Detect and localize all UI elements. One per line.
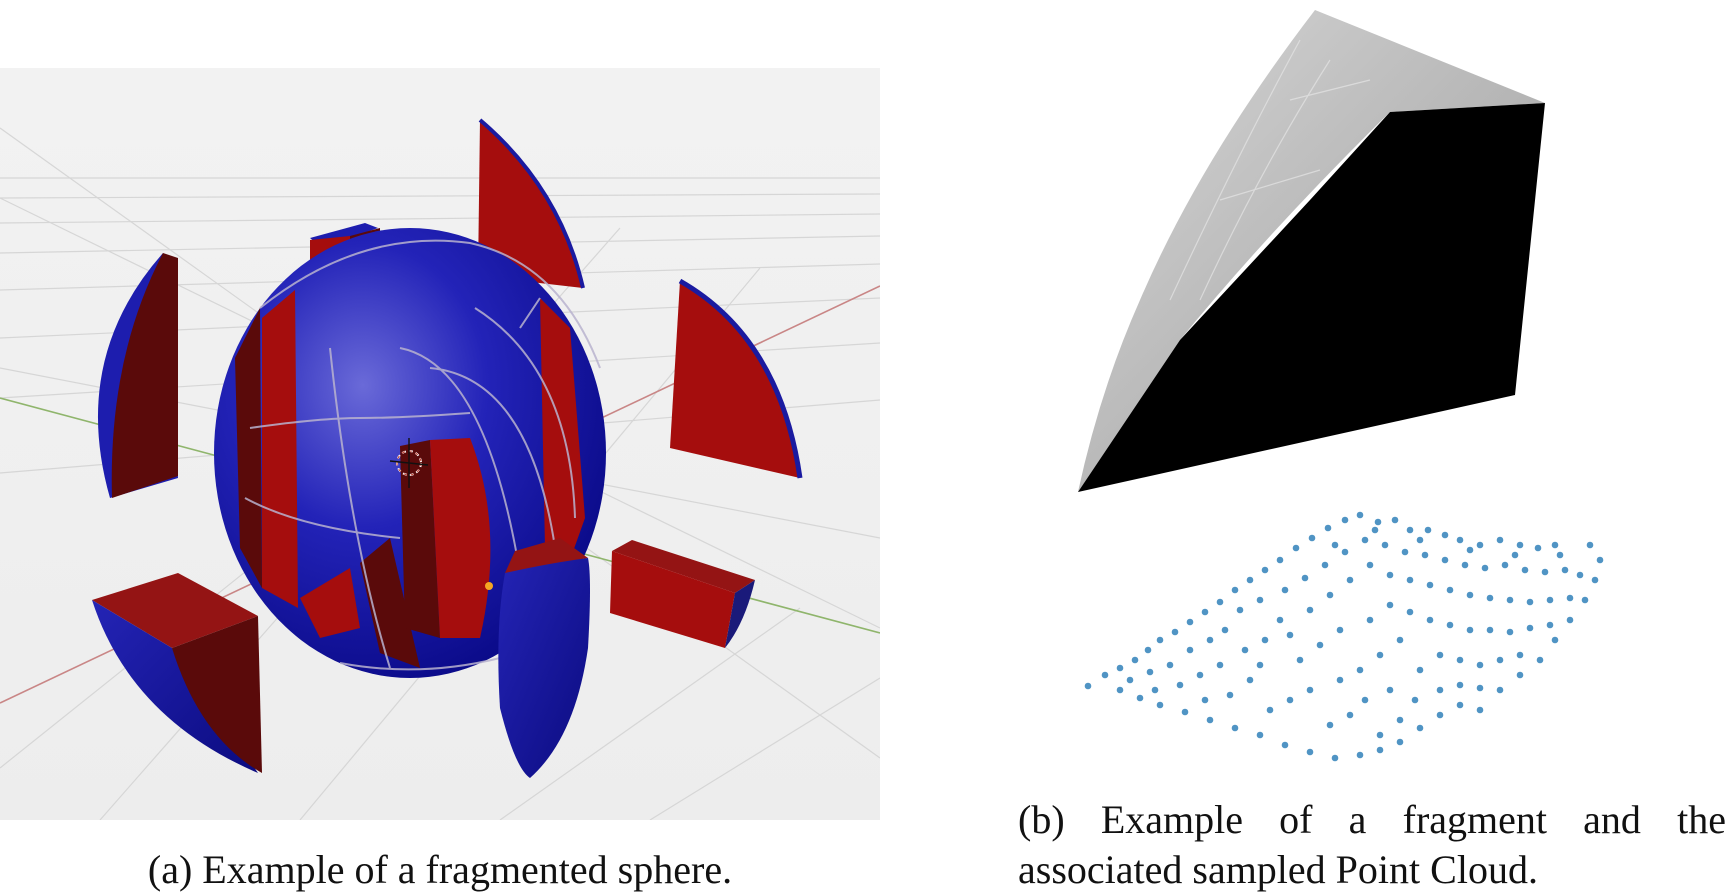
fragmented-sphere xyxy=(214,228,606,678)
caption-b: (b) Example of a fragment and the associ… xyxy=(1018,795,1726,895)
fragment-top-wedge xyxy=(478,118,585,289)
fragment-left-wedge xyxy=(97,253,178,498)
fragment-mesh xyxy=(1078,10,1545,492)
fragment-and-point-cloud-render xyxy=(1060,0,1726,780)
caption-b-line1: (b) Example of a fragment and the xyxy=(1018,797,1726,842)
fragment-bottom-right xyxy=(610,540,755,648)
3d-cursor-icon xyxy=(389,438,429,488)
fragment-bottom-pod xyxy=(498,538,590,778)
fragment-right-wedge xyxy=(670,278,803,479)
caption-b-line2: associated sampled Point Cloud. xyxy=(1018,847,1538,892)
point-cloud xyxy=(1084,511,1604,762)
origin-marker-icon xyxy=(485,582,493,590)
planar-face xyxy=(1078,103,1545,492)
fragmented-sphere-render xyxy=(0,68,880,820)
caption-a: (a) Example of a fragmented sphere. xyxy=(147,847,733,892)
fragment-bottom-left xyxy=(92,573,262,773)
